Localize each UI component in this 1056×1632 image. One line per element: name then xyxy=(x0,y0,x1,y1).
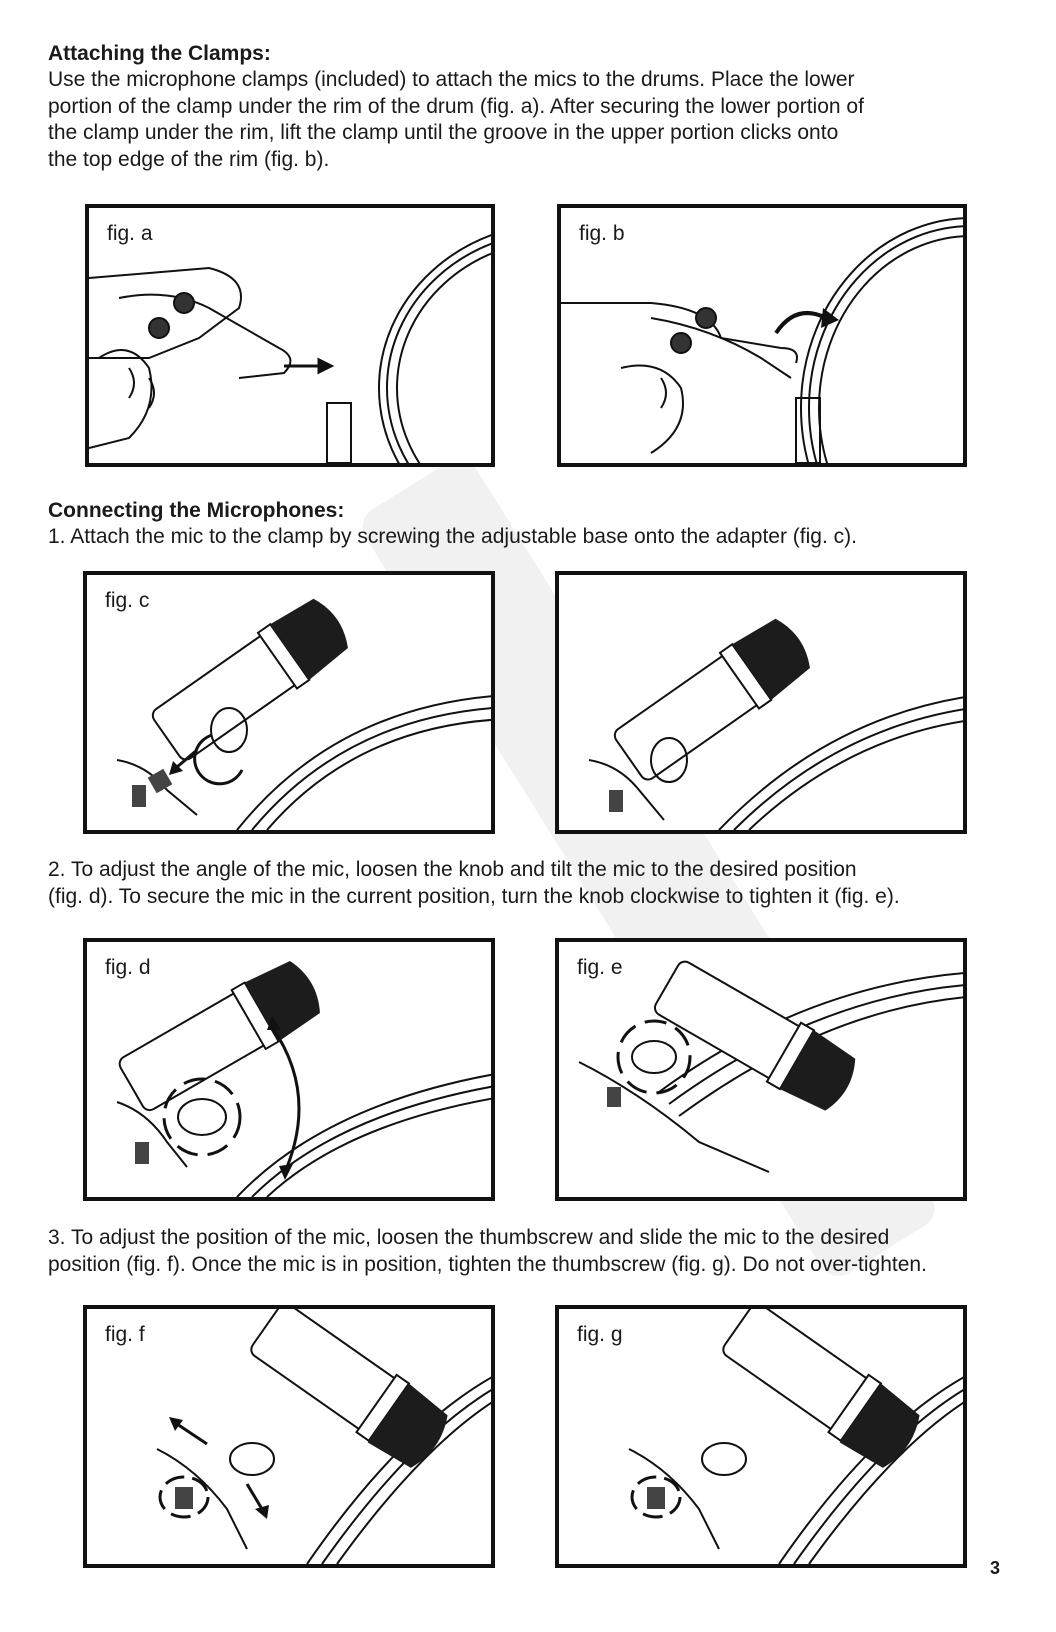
figure-c-result xyxy=(555,571,967,834)
step-2-line-1: 2. To adjust the angle of the mic, loose… xyxy=(48,858,857,881)
step-2-section: 2. To adjust the angle of the mic, loose… xyxy=(48,857,1008,910)
figure-e-label: fig. e xyxy=(577,956,623,979)
figure-c-label: fig. c xyxy=(105,589,150,612)
figure-d: fig. d xyxy=(83,938,495,1201)
figure-b-label: fig. b xyxy=(579,222,625,245)
figure-c: fig. c xyxy=(83,571,495,834)
step-3-line-1: 3. To adjust the position of the mic, lo… xyxy=(48,1226,890,1249)
clamps-line-2: portion of the clamp under the rim of th… xyxy=(48,94,864,118)
connecting-section: Connecting the Microphones: 1. Attach th… xyxy=(48,497,1008,551)
figure-f: fig. f xyxy=(83,1305,495,1568)
clamps-section: Attaching the Clamps: Use the microphone… xyxy=(48,40,1008,173)
clamps-line-1: Use the microphone clamps (included) to … xyxy=(48,68,855,91)
figure-f-label: fig. f xyxy=(105,1323,145,1346)
figure-g-label: fig. g xyxy=(577,1323,623,1346)
step-1-text: 1. Attach the mic to the clamp by screwi… xyxy=(48,525,857,548)
figure-e-illustration xyxy=(578,960,963,1173)
clamps-heading: Attaching the Clamps: xyxy=(48,42,271,65)
clamps-line-3: the clamp under the rim, lift the clamp … xyxy=(48,121,839,144)
figure-c-result-illustration xyxy=(588,618,963,830)
figure-b: fig. b xyxy=(557,204,967,467)
figure-d-label: fig. d xyxy=(105,956,151,979)
figure-g: fig. g xyxy=(555,1305,967,1568)
figure-a-label: fig. a xyxy=(107,222,153,245)
figure-e: fig. e xyxy=(555,938,967,1201)
figure-c-illustration xyxy=(116,598,491,830)
figure-g-illustration xyxy=(628,1309,963,1564)
figure-b-illustration xyxy=(561,217,963,463)
figure-d-illustration xyxy=(116,961,491,1197)
step-2-line-2: (fig. d). To secure the mic in the curre… xyxy=(48,884,900,908)
figure-f-illustration xyxy=(156,1309,491,1564)
figure-a: fig. a xyxy=(85,204,495,467)
clamps-line-4: the top edge of the rim (fig. b). xyxy=(48,147,330,171)
step-3-line-2: position (fig. f). Once the mic is in po… xyxy=(48,1252,927,1276)
page-number: 3 xyxy=(990,1558,1001,1578)
figure-a-illustration xyxy=(89,234,491,463)
step-3-section: 3. To adjust the position of the mic, lo… xyxy=(48,1225,1008,1278)
connecting-heading: Connecting the Microphones: xyxy=(48,499,345,522)
